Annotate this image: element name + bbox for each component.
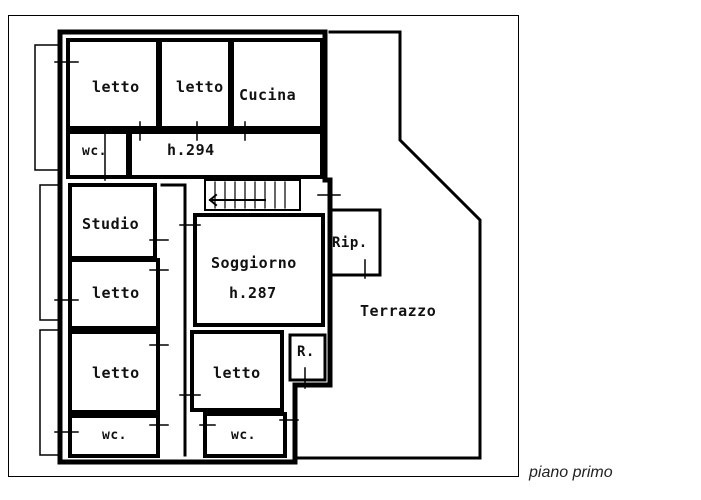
plan-caption: piano primo — [529, 464, 613, 481]
inner-corridor-wall — [160, 183, 187, 457]
left-balcony-lower — [39, 329, 61, 456]
label-wc-3: wc. — [231, 428, 256, 443]
label-letto-1: letto — [92, 78, 140, 96]
label-r: R. — [297, 344, 315, 360]
room-r — [288, 333, 327, 382]
label-letto-5: letto — [213, 364, 261, 382]
corridor — [128, 130, 324, 179]
left-balcony-top — [34, 44, 61, 171]
room-cucina — [230, 38, 324, 130]
label-terrazzo: Terrazzo — [360, 302, 437, 320]
left-balcony-bottom — [39, 184, 61, 321]
label-wc-1: wc. — [82, 144, 107, 159]
outer-wall — [57, 29, 333, 465]
terrace-outline — [293, 30, 482, 460]
room-letto-3 — [68, 258, 160, 330]
room-letto-5 — [190, 330, 284, 412]
label-letto-2: letto — [176, 78, 224, 96]
floor-plan-frame — [8, 15, 519, 477]
label-soggiorno-height: h.287 — [229, 284, 277, 302]
label-letto-4: letto — [92, 364, 140, 382]
label-soggiorno: Soggiorno — [211, 254, 297, 272]
label-cucina: Cucina — [239, 86, 297, 104]
label-studio: Studio — [82, 215, 140, 233]
room-soggiorno — [193, 213, 325, 327]
room-wc-2 — [68, 414, 160, 458]
label-rip: Rip. — [332, 235, 368, 251]
room-rip — [328, 208, 382, 277]
room-letto-4 — [68, 330, 160, 414]
room-wc-3 — [203, 412, 287, 458]
stairs — [204, 179, 301, 211]
stair-arrow — [208, 193, 266, 207]
label-wc-2: wc. — [102, 428, 127, 443]
label-letto-3: letto — [92, 284, 140, 302]
label-corridor-height: h.294 — [167, 141, 215, 159]
